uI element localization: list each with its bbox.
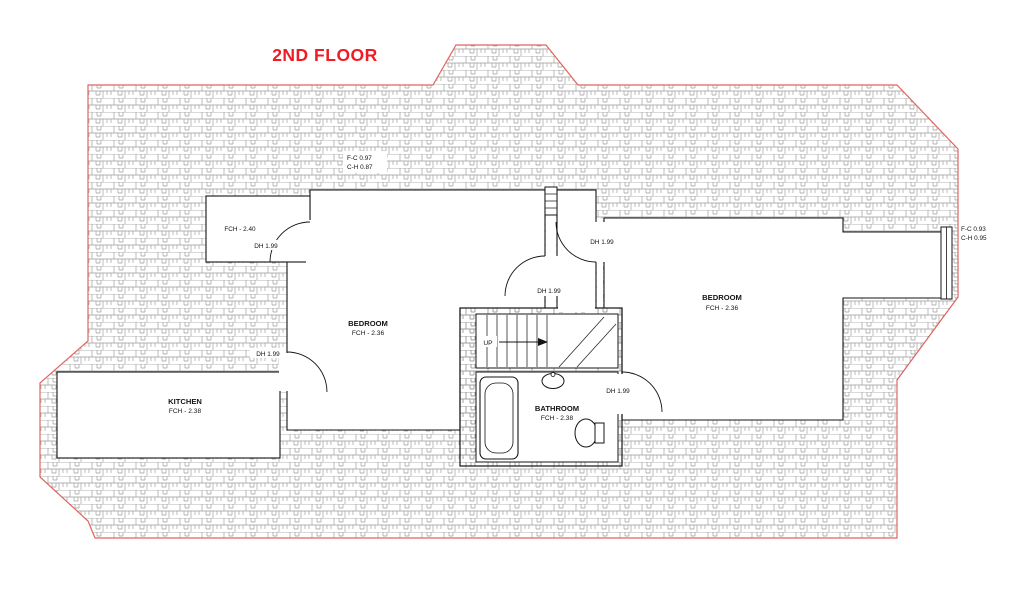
door-arc-kitchen [286, 351, 328, 393]
dh-bedroom-left-halo [531, 285, 567, 295]
bedroom-right-height: FCH - 2.36 [706, 305, 739, 312]
opening-kitchen-door [279, 353, 291, 391]
door-arc-closet [269, 221, 311, 263]
kitchen-door-label: DH 1.99 [256, 351, 280, 358]
stair-treads [486, 315, 548, 367]
window-hallway-top [544, 186, 558, 216]
window-right-bay [940, 226, 953, 300]
door-arc-bedroom-right [555, 221, 597, 263]
closet-height-label: FCH - 2.40 [224, 226, 256, 233]
kitchen-height: FCH - 2.38 [169, 408, 202, 415]
opening-closet-door [306, 220, 314, 264]
wall-core-hall-right [597, 219, 603, 307]
bathroom-door-label: DH 1.99 [606, 388, 630, 395]
bedroom-right-name: BEDROOM [702, 293, 742, 302]
note-top-dormer-line1: F-C 0.97 [347, 155, 372, 162]
room-closet [205, 195, 311, 263]
bedroom-left-door-label: DH 1.99 [537, 288, 561, 295]
dh-kitchen-halo [250, 348, 286, 358]
stair-passage-opening [558, 304, 595, 312]
plan-title: 2ND FLOOR [272, 45, 378, 65]
wall-core-hall-left [546, 191, 556, 307]
bathtub [479, 376, 519, 460]
stair-winder-lines [558, 316, 617, 368]
kitchen-name: KITCHEN [168, 397, 202, 406]
toilet [574, 418, 605, 448]
note-right-window-line1: F-C 0.93 [961, 226, 986, 233]
dh-bedroom-right-halo [584, 236, 620, 246]
sink [541, 372, 565, 389]
room-kitchen [56, 371, 281, 459]
bedroom-right-door-label: DH 1.99 [590, 239, 614, 246]
top-note-halo [343, 151, 387, 173]
dh-closet-halo [248, 240, 284, 250]
bathroom-name: BATHROOM [535, 404, 579, 413]
door-arc-bathroom [621, 371, 663, 413]
bathroom-fixtures [479, 372, 605, 460]
stair-arrow-head [538, 338, 548, 346]
windows [544, 186, 953, 300]
bedroom-left-name: BEDROOM [348, 319, 388, 328]
note-top-dormer-line2: C-H 0.87 [347, 164, 373, 171]
staircase: UP [479, 315, 617, 368]
closet-door-label: DH 1.99 [254, 243, 278, 250]
note-right-window-line2: C-H 0.95 [961, 235, 987, 242]
bathroom-height: FCH - 2.38 [541, 415, 574, 422]
dh-bathroom-halo [600, 385, 636, 395]
bedroom-left-height: FCH - 2.36 [352, 330, 385, 337]
stairs-up-label: UP [483, 340, 493, 347]
up-label-halo [479, 336, 497, 347]
door-arc-bedroom-left [504, 255, 546, 297]
